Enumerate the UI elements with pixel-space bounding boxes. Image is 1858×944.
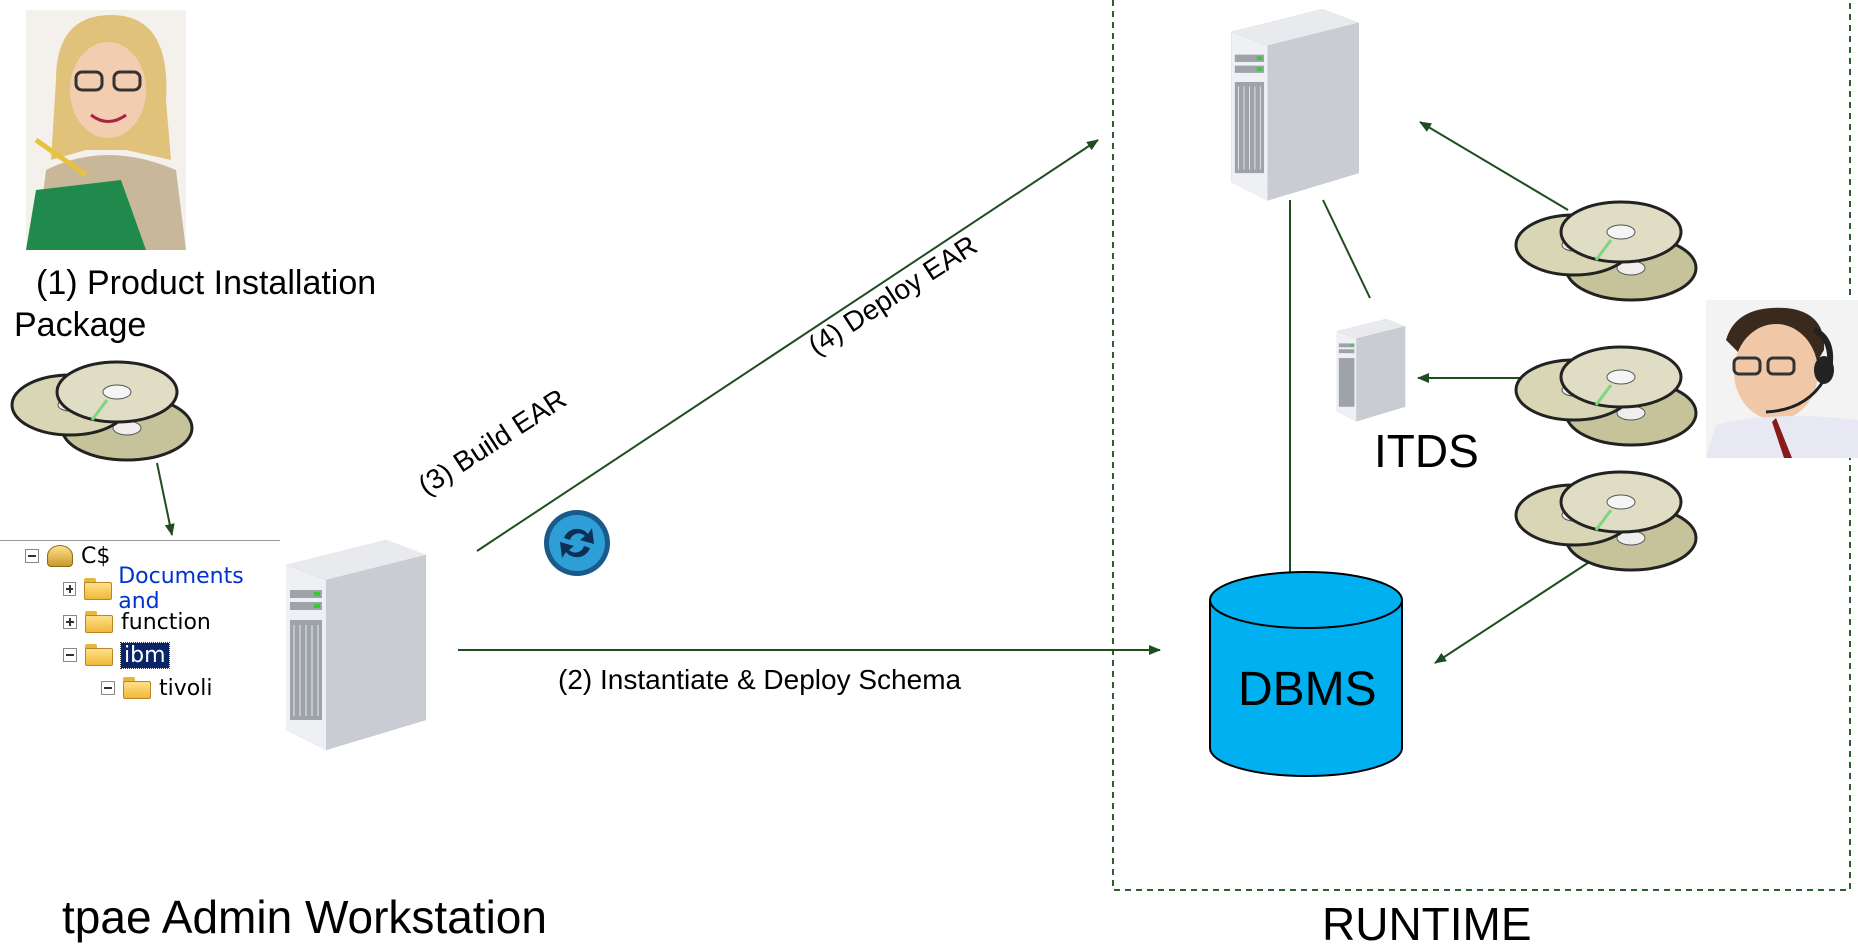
line-server-itds (1322, 199, 1371, 299)
tree-item-label: function (121, 609, 211, 635)
arrow-cds-to-dbms (1434, 554, 1601, 664)
tree-root-label: C$ (81, 543, 111, 569)
tree-item[interactable]: function (63, 607, 211, 637)
collapse-icon[interactable] (25, 549, 39, 563)
cd-stack-icon (10, 360, 194, 462)
tree-item-label: ibm (120, 641, 170, 669)
arrow-deploy-ear (476, 139, 1099, 552)
database-icon (1209, 571, 1403, 777)
refresh-icon (544, 510, 610, 576)
folder-icon (85, 644, 113, 666)
folder-icon (85, 611, 113, 633)
instantiate-schema-label: (2) Instantiate & Deploy Schema (558, 664, 962, 695)
folder-icon (84, 578, 113, 600)
server-icon (1336, 319, 1406, 422)
expand-icon[interactable] (63, 615, 77, 629)
package-label: Package (14, 306, 147, 344)
workstation-label: tpae Admin Workstation (62, 891, 547, 943)
expand-icon[interactable] (63, 582, 77, 596)
product-installation-label: (1) Product Installation (36, 264, 377, 302)
tree-item-label: Documents and (118, 564, 244, 614)
person-woman-icon (26, 10, 186, 250)
server-icon (1231, 9, 1359, 201)
runtime-label: RUNTIME (1322, 898, 1532, 944)
tree-root[interactable]: C$ (25, 541, 110, 571)
person-headset-icon (1706, 300, 1858, 458)
folder-icon (123, 677, 151, 699)
tree-item[interactable]: ibm (63, 640, 170, 670)
cd-stack-icon (1514, 470, 1698, 572)
collapse-icon[interactable] (101, 681, 115, 695)
dbms-label: DBMS (1238, 663, 1377, 716)
server-icon (286, 540, 426, 750)
itds-label: ITDS (1374, 425, 1479, 477)
collapse-icon[interactable] (63, 648, 77, 662)
tree-item[interactable]: tivoli (101, 673, 212, 703)
cd-stack-icon (1514, 200, 1698, 302)
drive-icon (47, 545, 73, 567)
tree-item-label: tivoli (159, 675, 213, 701)
cd-stack-icon (1514, 345, 1698, 447)
tree-item[interactable]: Documents and (63, 564, 280, 614)
folder-tree: C$ Documents and function ibm tivoli (0, 540, 280, 721)
arrow-package-to-tree (156, 462, 175, 536)
arrow-cds-to-server (1419, 121, 1569, 211)
